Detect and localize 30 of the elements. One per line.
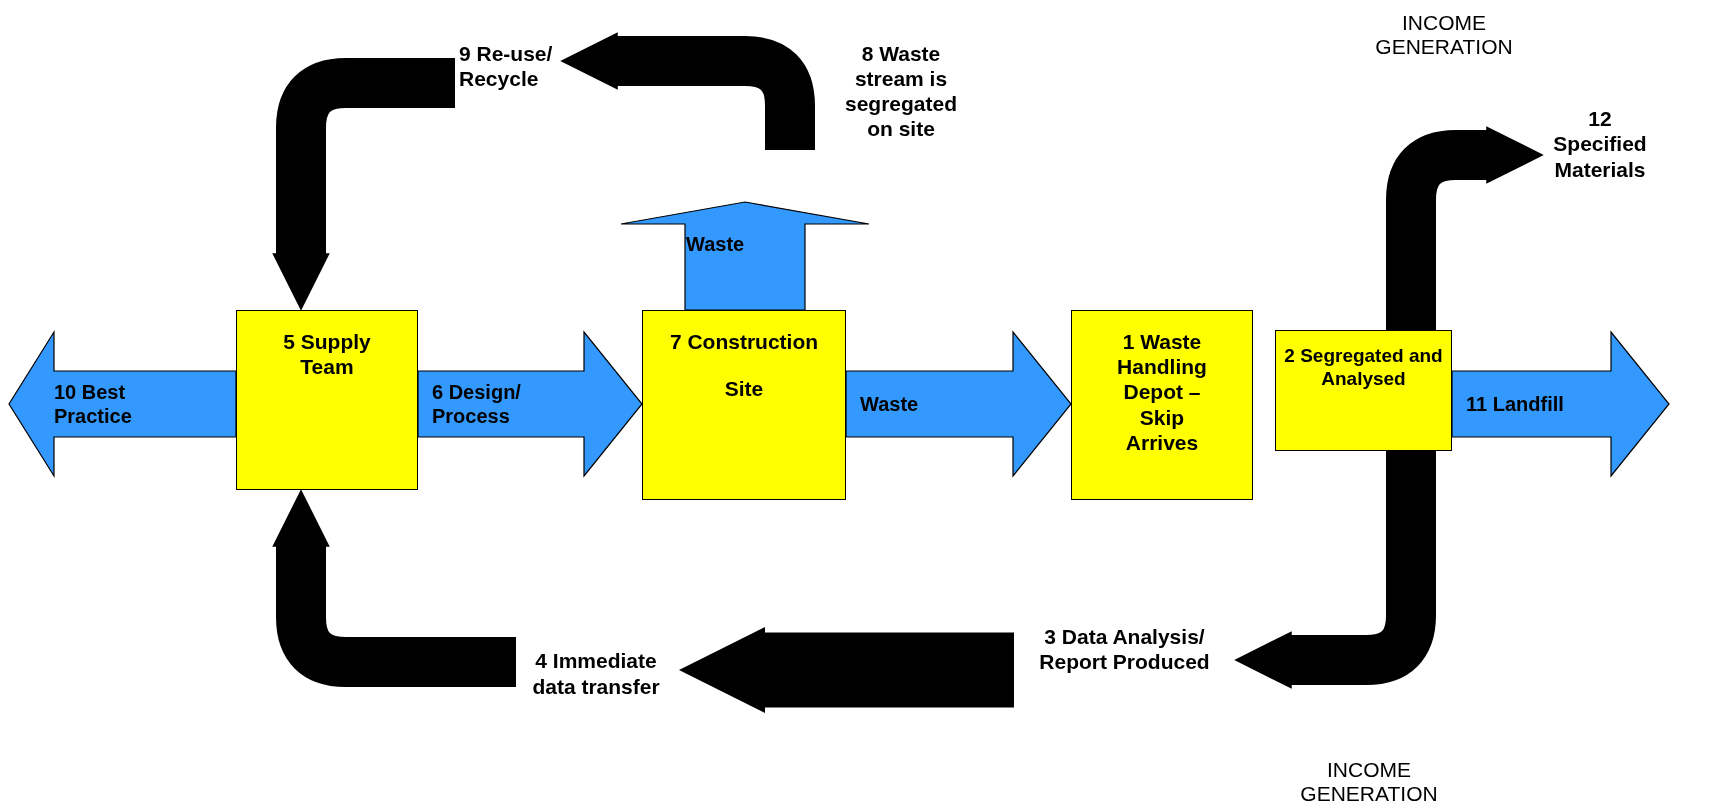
block-arrow bbox=[845, 330, 1072, 478]
process-box bbox=[236, 310, 418, 490]
curved-arrow bbox=[1234, 451, 1436, 689]
curved-arrow bbox=[272, 489, 516, 687]
process-box bbox=[642, 310, 846, 500]
box-label: 5 Supply Team bbox=[282, 329, 372, 380]
arrow-label: 11 Landfill bbox=[1466, 392, 1564, 416]
curved-arrow bbox=[560, 32, 815, 150]
step-label: 8 Waste stream is segregated on site bbox=[843, 40, 958, 142]
step-label: 12 Specified Materials bbox=[1552, 106, 1648, 182]
block-arrow bbox=[1451, 330, 1670, 478]
step-label: 9 Re-use/ Recycle bbox=[459, 40, 554, 92]
note-label: INCOME GENERATION bbox=[1374, 11, 1514, 60]
curved-arrow bbox=[678, 626, 1014, 714]
arrow-label: Waste bbox=[686, 233, 745, 255]
arrow-label: Waste bbox=[860, 392, 919, 416]
step-label: 4 Immediate data transfer bbox=[531, 648, 661, 699]
block-arrow bbox=[417, 330, 643, 478]
box-label: Site bbox=[724, 376, 764, 402]
arrow-label: 6 Design/ Process bbox=[432, 380, 522, 428]
process-box bbox=[1071, 310, 1253, 500]
block-arrow bbox=[8, 329, 237, 479]
box-label: 2 Segregated and Analysed bbox=[1284, 345, 1443, 391]
box-label: 1 Waste Handling Depot – Skip Arrives bbox=[1116, 329, 1208, 455]
arrow-label: 10 Best Practice bbox=[54, 380, 133, 428]
box-label: 7 Construction bbox=[669, 329, 819, 355]
block-arrow bbox=[620, 201, 870, 311]
note-label: INCOME GENERATION bbox=[1299, 758, 1439, 807]
process-box bbox=[1275, 330, 1452, 451]
step-label: 3 Data Analysis/ Report Produced bbox=[1038, 623, 1211, 675]
